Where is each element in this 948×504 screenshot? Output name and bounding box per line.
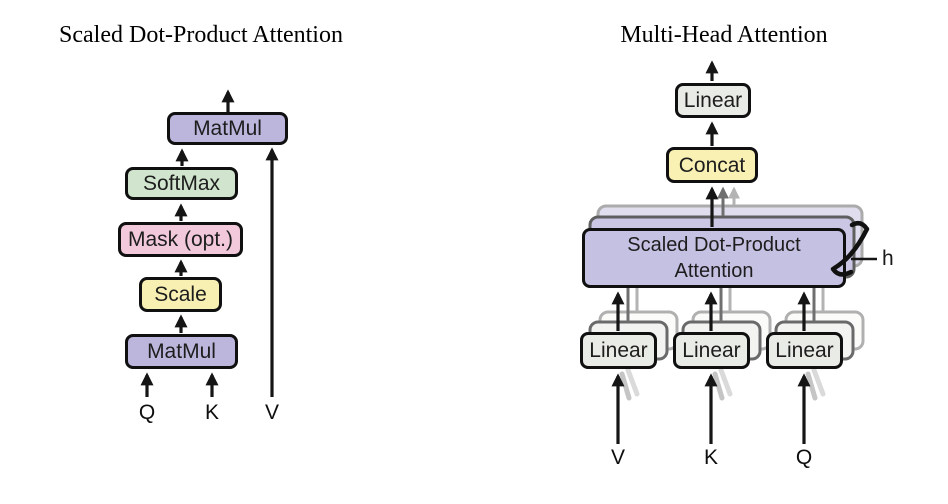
- mask-box: Mask (opt.): [118, 222, 243, 257]
- swoosh: [712, 371, 725, 401]
- swoosh: [625, 367, 640, 397]
- sdpa-label-line2: Attention: [674, 260, 754, 282]
- matmul-bottom-box: MatMul: [125, 334, 238, 369]
- left-diagram-title: Scaled Dot-Product Attention: [59, 22, 343, 48]
- input-label-k: K: [204, 401, 220, 424]
- linear-k-label: Linear: [682, 339, 741, 362]
- mask-label: Mask (opt.): [127, 228, 234, 251]
- linear-v-label: Linear: [589, 339, 648, 362]
- matmul-bottom-label: MatMul: [147, 340, 216, 363]
- input-label-q: Q: [138, 401, 156, 424]
- linear-v-box: Linear: [580, 332, 657, 369]
- input-label-k: K: [703, 446, 719, 469]
- linear-q-box: Linear: [766, 332, 843, 369]
- linear-top-box: Linear: [675, 83, 751, 118]
- scaled-dot-product-attention-box: Scaled Dot-Product Attention: [582, 228, 846, 288]
- linear-k-box: Linear: [673, 332, 750, 369]
- softmax-box: SoftMax: [125, 167, 238, 200]
- matmul-top-box: MatMul: [167, 112, 288, 145]
- head-count-label: h: [882, 247, 894, 270]
- swoosh: [805, 371, 818, 401]
- input-label-q: Q: [795, 446, 813, 469]
- scale-label: Scale: [154, 283, 207, 306]
- concat-label: Concat: [678, 153, 746, 177]
- linear-top-label: Linear: [683, 89, 743, 112]
- swoosh: [619, 371, 632, 401]
- scale-box: Scale: [139, 277, 222, 312]
- right-diagram-title: Multi-Head Attention: [620, 22, 828, 48]
- input-label-v: V: [610, 446, 626, 469]
- swoosh: [718, 367, 733, 397]
- matmul-top-label: MatMul: [193, 117, 262, 140]
- swoosh: [811, 367, 826, 397]
- softmax-label: SoftMax: [142, 172, 221, 195]
- sdpa-label: Scaled Dot-Product Attention: [627, 232, 800, 284]
- right-diagram-arrows: [611, 60, 811, 444]
- sdpa-label-line1: Scaled Dot-Product: [627, 234, 801, 256]
- linear-q-label: Linear: [775, 339, 834, 362]
- concat-box: Concat: [666, 147, 758, 183]
- input-label-v: V: [264, 401, 280, 424]
- stack-shadow-swooshes: [619, 367, 826, 401]
- left-diagram-arrows: [140, 89, 279, 397]
